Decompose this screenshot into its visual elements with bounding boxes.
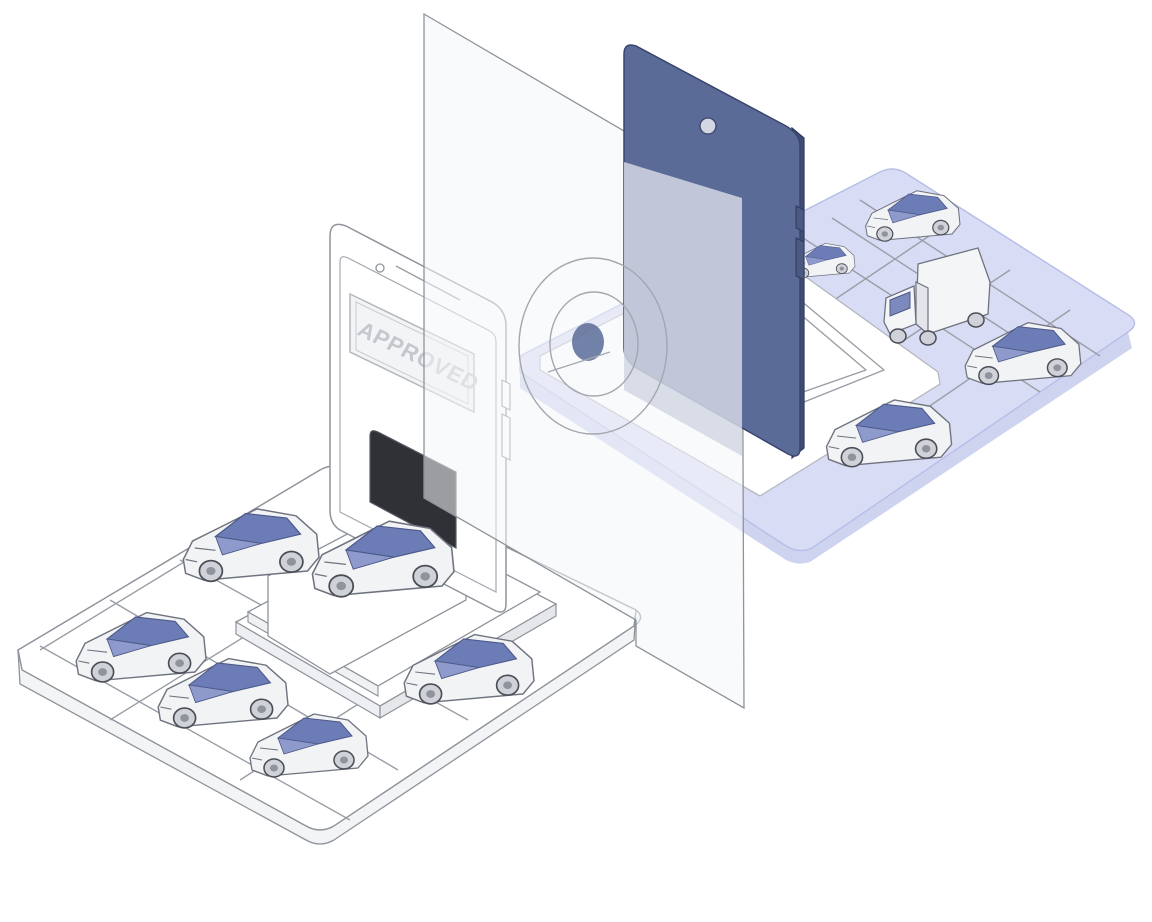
nfc-signal-icon [518, 257, 668, 435]
right-vehicles [789, 190, 1082, 468]
truck-icon [883, 247, 991, 346]
phone-icon [623, 44, 805, 460]
